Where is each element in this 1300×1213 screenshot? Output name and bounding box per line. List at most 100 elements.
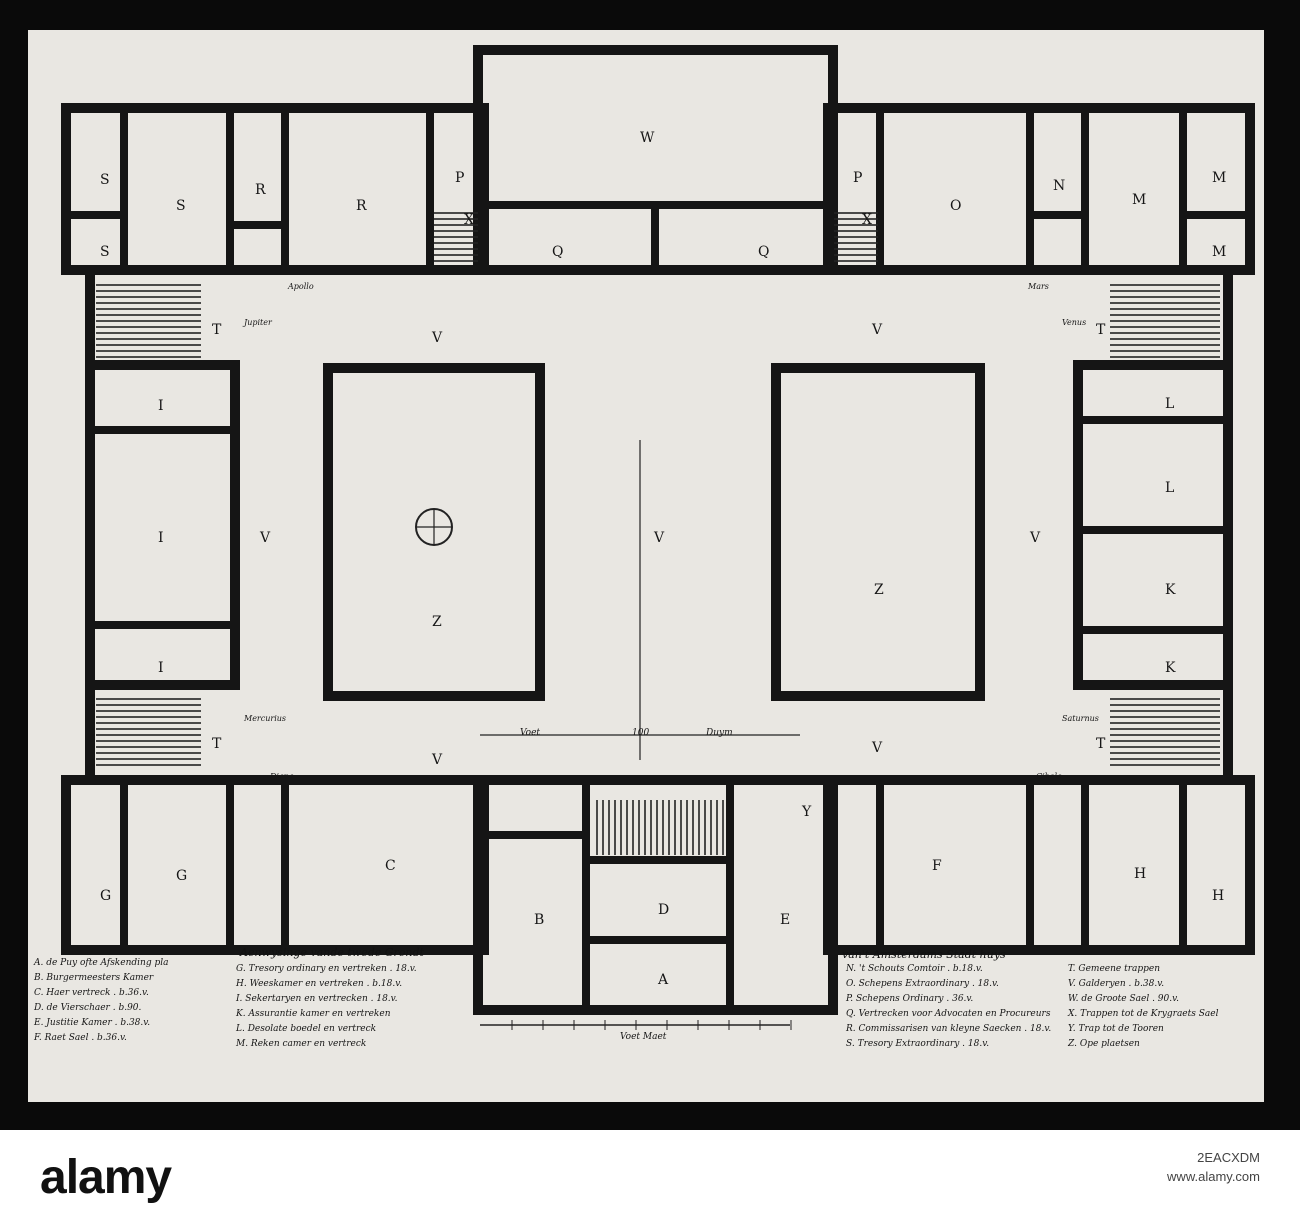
legend-entry: K. Assurantie kamer en vertreken [236, 1009, 391, 1019]
room-letter-r-small: R [255, 182, 266, 198]
legend-entry: N. 't Schouts Comtoir . b.18.v. [846, 964, 983, 974]
plan-title-right: van't Amsterdams Stadt huys [842, 948, 1006, 961]
room-letter-g-big: G [176, 868, 188, 884]
room-letter-s-bot: S [100, 244, 110, 260]
legend-entry: H. Weeskamer en vertreken . b.18.v. [236, 979, 403, 989]
statue-label: Mars [1028, 282, 1049, 291]
room-letter-v-l2: V [260, 530, 271, 546]
legend-entry: P. Schepens Ordinary . 36.v. [846, 994, 974, 1004]
stair-x-right [834, 210, 878, 265]
room-letter-e: E [780, 912, 791, 928]
wall-sw-wing [61, 775, 489, 955]
stock-info: 2EACXDM www.alamy.com [1167, 1150, 1260, 1184]
statue-label: Mercurius [244, 714, 287, 723]
room-letter-d: D [658, 902, 670, 918]
legend-entry: X. Trappen tot de Krygraets Sael [1068, 1009, 1219, 1019]
statue-label: Apollo [288, 282, 314, 291]
room-letter-z-left: Z [432, 614, 442, 630]
scale-number: 80 [724, 1008, 735, 1017]
legend-entry: F. Raet Sael . b.36.v. [34, 1033, 127, 1043]
scale-number: 40 [600, 1008, 611, 1017]
room-letter-m-top: M [1212, 170, 1227, 186]
scale-number: 100 [786, 1008, 802, 1017]
room-letter-g-small: G [100, 888, 112, 904]
room-letter-l-big: L [1165, 480, 1175, 496]
floor-plan [61, 45, 1255, 1030]
room-letter-r-big: R [356, 198, 367, 214]
statue-label: Saturnus [1062, 714, 1099, 723]
room-letter-i-bot: I [158, 660, 164, 676]
room-letter-v-r1: V [872, 322, 883, 338]
scale-number: 90 [755, 1008, 766, 1017]
room-letter-c: C [385, 858, 396, 874]
legend-entry: Y. Trap tot de Tooren [1068, 1024, 1164, 1034]
stock-brand-logo: alamy [40, 1151, 172, 1204]
room-letter-s-big: S [176, 198, 186, 214]
room-letter-i-big: I [158, 530, 164, 546]
legend-entry: D. de Vierschaer . b.90. [34, 1003, 142, 1013]
stock-site: www.alamy.com [1167, 1169, 1260, 1184]
legend-entry: Q. Vertrecken voor Advocaten en Procureu… [846, 1009, 1051, 1019]
statue-label: Jupiter [244, 318, 272, 327]
legend-entry: C. Haer vertreck . b.36.v. [34, 988, 149, 998]
room-letter-q-right: Q [758, 244, 770, 260]
room-letter-n: N [1053, 178, 1066, 194]
room-letter-w-top: W [640, 130, 655, 146]
legend-entry: V. Galderyen . b.38.v. [1068, 979, 1165, 989]
hall-scale-right: Duym [706, 728, 733, 738]
legend-entry: A. de Puy ofte Afskending pla [34, 958, 169, 968]
room-letter-t-br: T [1096, 736, 1106, 752]
stair-sw [96, 695, 201, 770]
scale-number: 70 [693, 1008, 704, 1017]
stock-image-id: 2EACXDM [1197, 1150, 1260, 1165]
room-letter-t-bl: T [212, 736, 222, 752]
statue-label: Venus [1062, 318, 1087, 327]
stair-south-center [592, 800, 724, 855]
legend-entry: O. Schepens Extraordinary . 18.v. [846, 979, 999, 989]
scale-number: 30 [569, 1008, 580, 1017]
legend-entry: G. Tresory ordinary en vertreken . 18.v. [236, 964, 417, 974]
plan-title: Aenwysinge vande twede Grondt [240, 946, 424, 959]
room-letter-k-bot: K [1165, 660, 1176, 676]
legend-entry: W. de Groote Sael . 90.v. [1068, 994, 1179, 1004]
wall-courtyard-right [771, 363, 985, 701]
room-letter-o: O [950, 198, 962, 214]
room-letter-s-top: S [100, 172, 110, 188]
legend-entry: B. Burgermeesters Kamer [34, 973, 154, 983]
room-letter-v-l3: V [432, 752, 443, 768]
room-letter-v-c: V [654, 530, 665, 546]
room-letter-z-right: Z [874, 582, 884, 598]
stair-se [1110, 695, 1220, 770]
wall-courtyard-left [323, 363, 545, 701]
room-letter-m-big: M [1132, 192, 1147, 208]
room-letter-l-top: L [1165, 396, 1175, 412]
room-letter-h-big: H [1134, 866, 1147, 882]
legend-entry: Z. Ope plaetsen [1068, 1039, 1140, 1049]
room-letter-p-left: P [455, 170, 465, 186]
wall-east-rooms [1073, 360, 1233, 690]
room-letter-k-big: K [1165, 582, 1176, 598]
room-letter-q-left: Q [552, 244, 564, 260]
room-letter-v-l1: V [432, 330, 443, 346]
legend-entry: E. Justitie Kamer . b.38.v. [34, 1018, 151, 1028]
room-letter-t-tl: T [212, 322, 222, 338]
room-letter-t-tr: T [1096, 322, 1106, 338]
wall-south-block [473, 775, 838, 1015]
hall-scale-left: Voet [520, 728, 541, 738]
legend-entry: M. Reken camer en vertreck [236, 1039, 367, 1049]
hall-scale-mid: 100 [632, 728, 650, 738]
scale-number: 50 [631, 1008, 642, 1017]
stair-nw [96, 280, 201, 362]
room-letter-y: Y [802, 804, 812, 820]
wall-west-rooms [85, 360, 240, 690]
stock-footer [0, 1130, 1300, 1213]
stair-x-left [434, 210, 478, 265]
room-letter-a: A [658, 972, 669, 988]
legend-entry: I. Sekertaryen en vertrecken . 18.v. [236, 994, 398, 1004]
room-letter-p-right: P [853, 170, 863, 186]
scale-number: 10 [507, 1008, 518, 1017]
room-letter-i-top: I [158, 398, 164, 414]
room-letter-v-r3: V [872, 740, 883, 756]
room-letter-f: F [932, 858, 942, 874]
room-letter-v-r2: V [1030, 530, 1041, 546]
